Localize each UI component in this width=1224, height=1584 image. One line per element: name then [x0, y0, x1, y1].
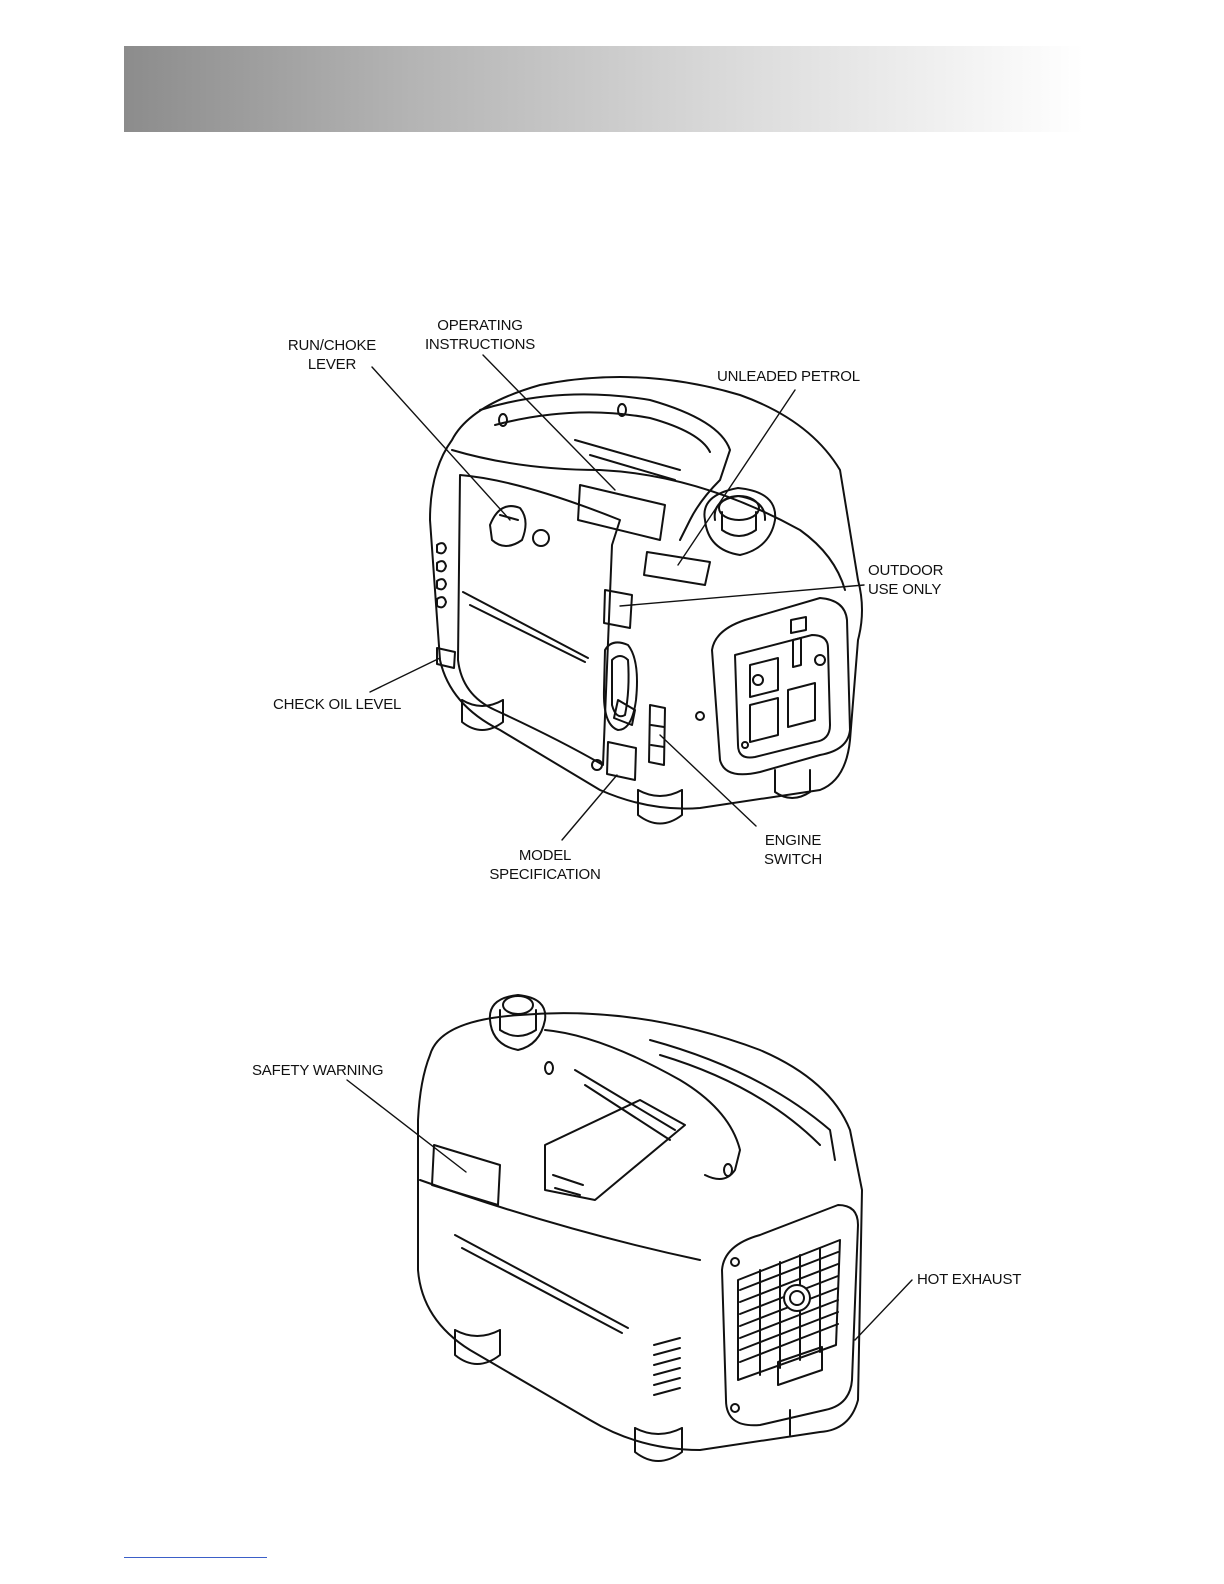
operating-instructions-label-area — [578, 485, 665, 540]
label-check-oil-level: CHECK OIL LEVEL — [273, 695, 401, 714]
top-access-flap — [545, 1100, 685, 1200]
unleaded-petrol-label-area — [644, 552, 710, 585]
body-outline-rear — [418, 1013, 862, 1450]
label-unleaded-petrol: UNLEADED PETROL — [717, 367, 860, 386]
body-outline — [430, 377, 862, 809]
control-panel — [712, 598, 850, 774]
label-outdoor-use-only: OUTDOOR USE ONLY — [868, 561, 943, 599]
label-model-specification: MODEL SPECIFICATION — [478, 846, 612, 884]
run-choke-lever — [490, 506, 549, 546]
side-service-panel — [458, 475, 620, 765]
label-safety-warning: SAFETY WARNING — [252, 1061, 383, 1080]
model-specification-label-area — [607, 742, 636, 780]
engine-switch — [649, 705, 665, 765]
label-hot-exhaust: HOT EXHAUST — [917, 1270, 1021, 1289]
recoil-start-handle — [604, 642, 637, 730]
carry-handle-rear — [545, 1030, 835, 1179]
generator-front-view — [370, 355, 864, 840]
generator-rear-view — [347, 995, 912, 1461]
label-operating-instructions: OPERATING INSTRUCTIONS — [415, 316, 545, 354]
footer-rule — [124, 1557, 267, 1558]
fuel-cap — [704, 488, 775, 555]
side-louvres-rear — [654, 1338, 680, 1395]
carry-handle — [480, 394, 730, 540]
left-louvres — [437, 543, 446, 607]
label-engine-switch: ENGINE SWITCH — [753, 831, 833, 869]
label-run-choke-lever: RUN/CHOKE LEVER — [277, 336, 387, 374]
exhaust-grille — [722, 1205, 858, 1425]
fuel-cap-rear — [490, 995, 545, 1050]
